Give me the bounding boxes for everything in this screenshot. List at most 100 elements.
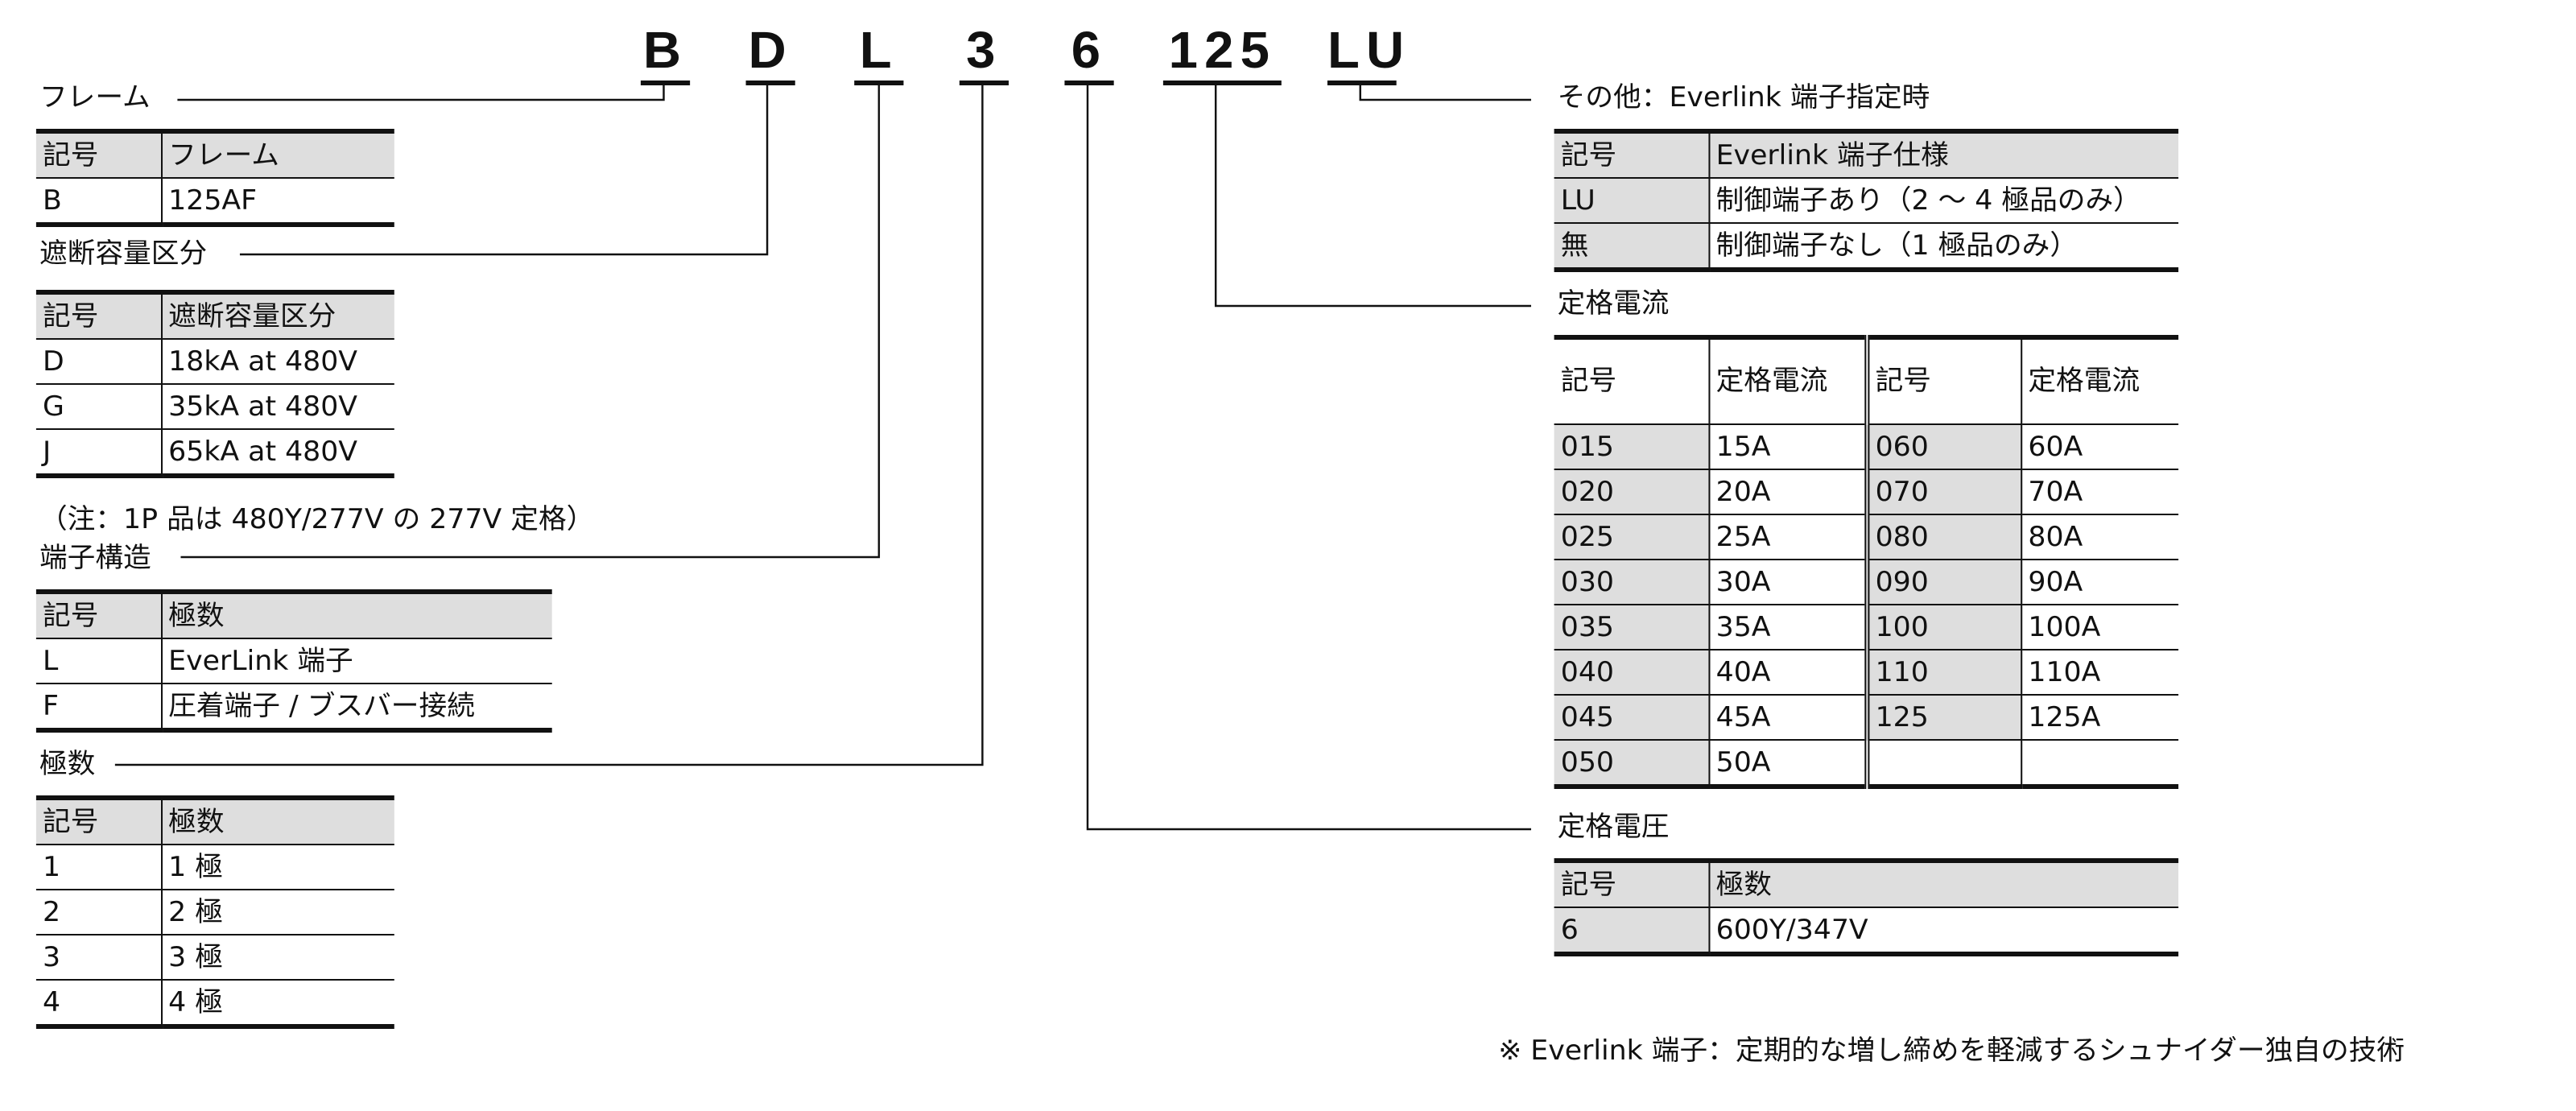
table-cell: 80A <box>2021 514 2179 560</box>
table-cell: L <box>35 638 163 684</box>
table-cell: 125AF <box>160 178 394 227</box>
poles-table: 記号 極数 1 1 極 2 2 極 3 3 極 4 4 極 <box>35 795 394 1029</box>
table-cell: 15A <box>1708 424 1869 470</box>
table-row: 040 40A 110 110A <box>1554 650 2179 696</box>
table-row: L EverLink 端子 <box>35 638 552 684</box>
connector-frame <box>177 81 665 101</box>
table-cell: 制御端子なし（1 極品のみ） <box>1708 223 2179 272</box>
table-cell <box>1866 740 2022 789</box>
table-cell: 2 <box>35 890 163 935</box>
voltage-table: 記号 極数 6 600Y/347V <box>1554 858 2179 956</box>
header-cell: 極数 <box>160 798 394 845</box>
table-cell: B <box>35 178 163 227</box>
table-cell: 100A <box>2021 605 2179 650</box>
header-cell: 記号 <box>35 592 163 639</box>
table-cell: 35A <box>1708 605 1869 650</box>
table-cell: 90A <box>2021 560 2179 605</box>
table-row: J 65kA at 480V <box>35 429 394 478</box>
table-row: LU 制御端子あり（2 ～ 4 極品のみ） <box>1554 178 2179 224</box>
table-row: 1 1 極 <box>35 845 394 890</box>
table-row: G 35kA at 480V <box>35 384 394 430</box>
header-cell: 記号 <box>1554 337 1710 425</box>
header-cell: 記号 <box>1554 131 1710 179</box>
table-row: F 圧着端子 / ブスバー接続 <box>35 684 552 733</box>
terminal-table: 記号 極数 L EverLink 端子 F 圧着端子 / ブスバー接続 <box>35 589 552 733</box>
table-row: 2 2 極 <box>35 890 394 935</box>
table-row: 4 4 極 <box>35 980 394 1029</box>
table-cell: 025 <box>1554 514 1710 560</box>
table-header-row: 記号 極数 <box>35 798 394 845</box>
table-cell: 110 <box>1866 650 2022 696</box>
table-cell: 40A <box>1708 650 1869 696</box>
table-cell: 060 <box>1866 424 2022 470</box>
header-cell: 記号 <box>1554 861 1710 908</box>
table-row: D 18kA at 480V <box>35 339 394 385</box>
connector-breaking <box>239 81 769 256</box>
other-table: 記号 Everlink 端子仕様 LU 制御端子あり（2 ～ 4 極品のみ） 無… <box>1554 129 2179 272</box>
header-cell: 遮断容量区分 <box>160 292 394 340</box>
breaking-note: （注：1P 品は 480Y/277V の 277V 定格） <box>39 504 595 536</box>
table-row: 無 制御端子なし（1 極品のみ） <box>1554 223 2179 272</box>
code-poles: 3 <box>959 19 1009 85</box>
header-cell: 極数 <box>1708 861 2179 908</box>
table-cell: 6 <box>1554 907 1710 956</box>
table-cell: 50A <box>1708 740 1869 789</box>
table-cell: G <box>35 384 163 430</box>
table-cell: 020 <box>1554 469 1710 515</box>
header-cell: 定格電流 <box>2021 337 2179 425</box>
table-header-row: 記号 極数 <box>1554 861 2179 908</box>
table-cell: 015 <box>1554 424 1710 470</box>
voltage-title: 定格電圧 <box>1557 812 1670 844</box>
table-header-row: 記号 遮断容量区分 <box>35 292 394 340</box>
table-cell: 60A <box>2021 424 2179 470</box>
table-cell: 4 極 <box>160 980 394 1029</box>
table-cell: 3 極 <box>160 935 394 981</box>
table-row: 045 45A 125 125A <box>1554 695 2179 741</box>
header-cell: 記号 <box>35 292 163 340</box>
code-other: LU <box>1327 19 1404 85</box>
table-cell: 1 <box>35 845 163 890</box>
table-header-row: 記号 Everlink 端子仕様 <box>1554 131 2179 179</box>
table-cell: EverLink 端子 <box>160 638 552 684</box>
frame-title: フレーム <box>39 82 151 114</box>
table-row: 3 3 極 <box>35 935 394 981</box>
table-cell: 圧着端子 / ブスバー接続 <box>160 684 552 733</box>
table-cell: 制御端子あり（2 ～ 4 極品のみ） <box>1708 178 2179 224</box>
table-row: B 125AF <box>35 178 394 227</box>
table-header-row: 記号 フレーム <box>35 131 394 179</box>
table-cell: 600Y/347V <box>1708 907 2179 956</box>
code-breaking: D <box>745 19 795 85</box>
table-cell: 090 <box>1866 560 2022 605</box>
table-cell: 3 <box>35 935 163 981</box>
header-cell: 定格電流 <box>1708 337 1869 425</box>
table-cell: 045 <box>1554 695 1710 741</box>
current-table: 記号 定格電流 記号 定格電流 015 15A 060 60A 020 20A … <box>1554 335 2179 789</box>
table-cell: 030 <box>1554 560 1710 605</box>
table-cell: D <box>35 339 163 385</box>
table-cell: 125 <box>1866 695 2022 741</box>
other-title: その他：Everlink 端子指定時 <box>1557 82 1930 114</box>
table-cell: 110A <box>2021 650 2179 696</box>
table-row: 020 20A 070 70A <box>1554 469 2179 515</box>
frame-table: 記号 フレーム B 125AF <box>35 129 394 227</box>
table-row: 035 35A 100 100A <box>1554 605 2179 650</box>
table-cell: J <box>35 429 163 478</box>
table-cell: 65kA at 480V <box>160 429 394 478</box>
table-header-row: 記号 極数 <box>35 592 552 639</box>
table-cell: 050 <box>1554 740 1710 789</box>
table-row: 030 30A 090 90A <box>1554 560 2179 605</box>
table-cell: 125A <box>2021 695 2179 741</box>
table-cell: 18kA at 480V <box>160 339 394 385</box>
connector-poles <box>114 81 984 766</box>
connector-current <box>1214 81 1532 308</box>
code-voltage: 6 <box>1064 19 1114 85</box>
header-cell: 記号 <box>1866 337 2022 425</box>
table-cell: 100 <box>1866 605 2022 650</box>
code-frame: B <box>640 19 691 85</box>
connector-other <box>1359 81 1532 101</box>
table-cell: 4 <box>35 980 163 1029</box>
code-terminal: L <box>854 19 904 85</box>
table-row: 015 15A 060 60A <box>1554 424 2179 470</box>
table-row: 025 25A 080 80A <box>1554 514 2179 560</box>
table-cell: 1 極 <box>160 845 394 890</box>
